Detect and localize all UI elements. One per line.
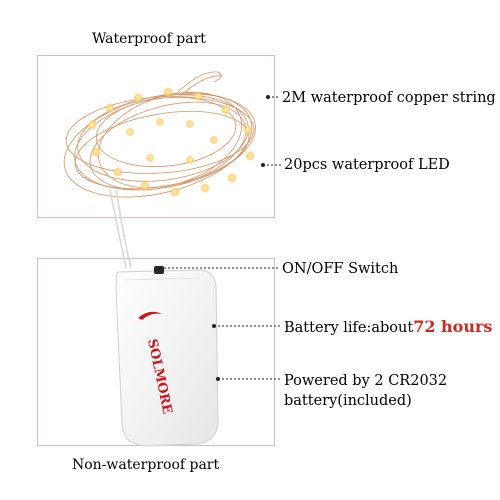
non-waterproof-part-caption: Non-waterproof part bbox=[72, 457, 220, 473]
power-source-line2: battery(included) bbox=[284, 393, 412, 409]
waterproof-part-caption: Waterproof part bbox=[92, 31, 206, 47]
callout-dots bbox=[158, 95, 270, 381]
lead-wires bbox=[109, 187, 132, 269]
copper-wire-coil bbox=[63, 71, 256, 198]
callout-battery-life: Battery life:about72 hours bbox=[284, 318, 492, 337]
waterproof-part-frame bbox=[37, 55, 275, 218]
battery-case: SOLMORE bbox=[115, 266, 219, 447]
power-source-line1: Powered by 2 CR2032 bbox=[284, 373, 448, 389]
battery-life-prefix: Battery life:about bbox=[284, 320, 414, 336]
battery-life-hours: 72 hours bbox=[413, 317, 493, 336]
callout-switch: ON/OFF Switch bbox=[282, 261, 399, 277]
callout-power-source: Powered by 2 CR2032 battery(included) bbox=[284, 372, 447, 410]
led-beads bbox=[87, 87, 255, 197]
callout-led-count: 20pcs waterproof LED bbox=[284, 157, 450, 173]
callout-copper-string: 2M waterproof copper string bbox=[282, 90, 496, 106]
